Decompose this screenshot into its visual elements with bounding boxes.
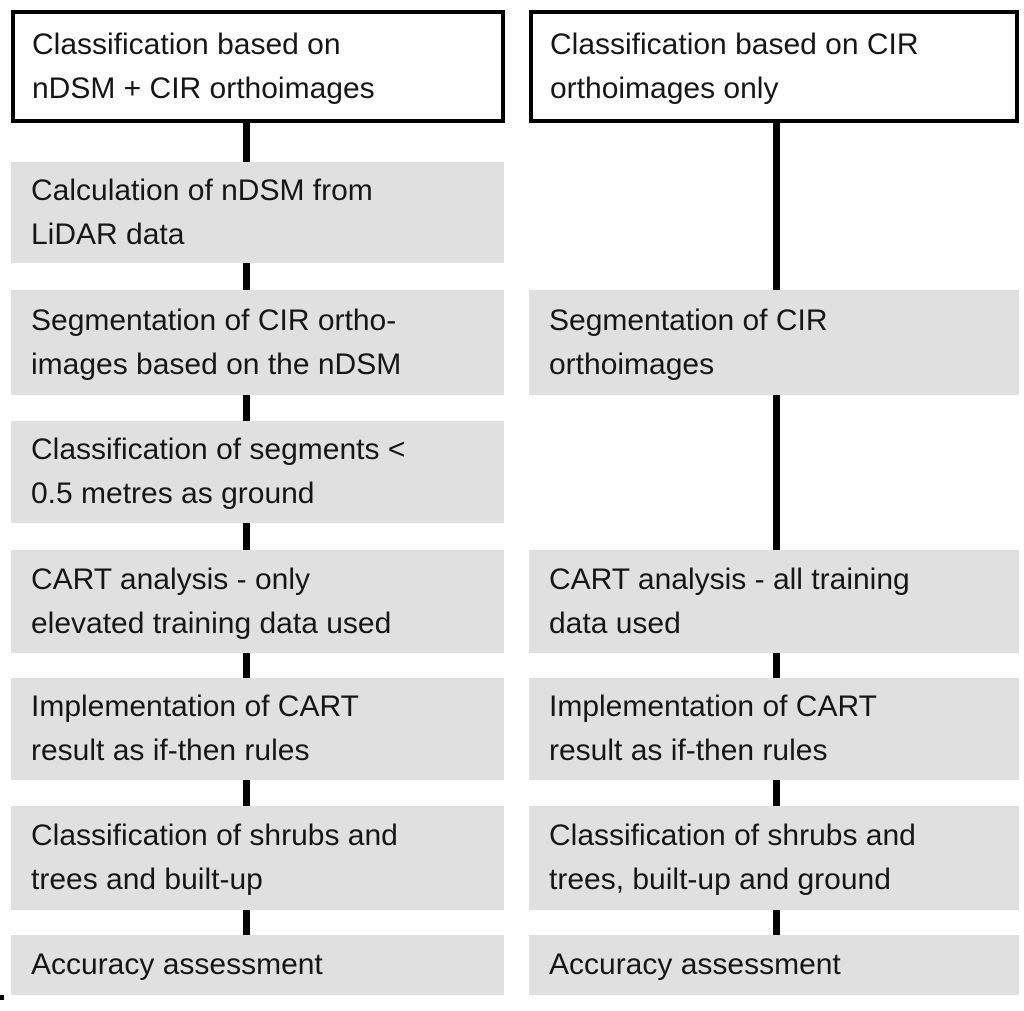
left-step-cart-analysis: CART analysis - only elevated training d… <box>11 550 504 653</box>
left-step-classify-shrubs-trees: Classification of shrubs and trees and b… <box>11 806 504 910</box>
left-connector-6 <box>243 780 250 806</box>
left-step-accuracy-assessment: Accuracy assessment <box>11 935 504 995</box>
right-step-segmentation: Segmentation of CIR orthoimages <box>529 290 1019 395</box>
left-connector-3 <box>243 395 250 421</box>
right-step-accuracy-assessment: Accuracy assessment <box>529 935 1019 995</box>
left-workflow-header: Classification based on nDSM + CIR ortho… <box>11 10 505 123</box>
right-connector-5 <box>773 910 780 935</box>
left-step-calculation-ndsm: Calculation of nDSM from LiDAR data <box>11 162 504 263</box>
right-connector-1-long <box>773 123 780 290</box>
right-step-cart-analysis: CART analysis - all training data used <box>529 550 1019 653</box>
right-step-implementation-rules: Implementation of CART result as if-then… <box>529 678 1019 780</box>
left-connector-2 <box>243 263 250 290</box>
left-step-segmentation: Segmentation of CIR ortho- images based … <box>11 290 504 395</box>
left-connector-1 <box>243 123 250 162</box>
right-workflow-header: Classification based on CIR orthoimages … <box>529 10 1019 123</box>
left-step-classify-ground: Classification of segments < 0.5 metres … <box>11 421 504 523</box>
right-connector-4 <box>773 780 780 806</box>
left-connector-5 <box>243 653 250 678</box>
left-step-implementation-rules: Implementation of CART result as if-then… <box>11 678 504 780</box>
right-step-classify-shrubs-trees-ground: Classification of shrubs and trees, buil… <box>529 806 1019 910</box>
right-connector-3 <box>773 653 780 678</box>
left-connector-7 <box>243 910 250 935</box>
caption-fragment-mark <box>0 995 4 1000</box>
left-connector-4 <box>243 523 250 550</box>
right-connector-2-long <box>773 395 780 550</box>
